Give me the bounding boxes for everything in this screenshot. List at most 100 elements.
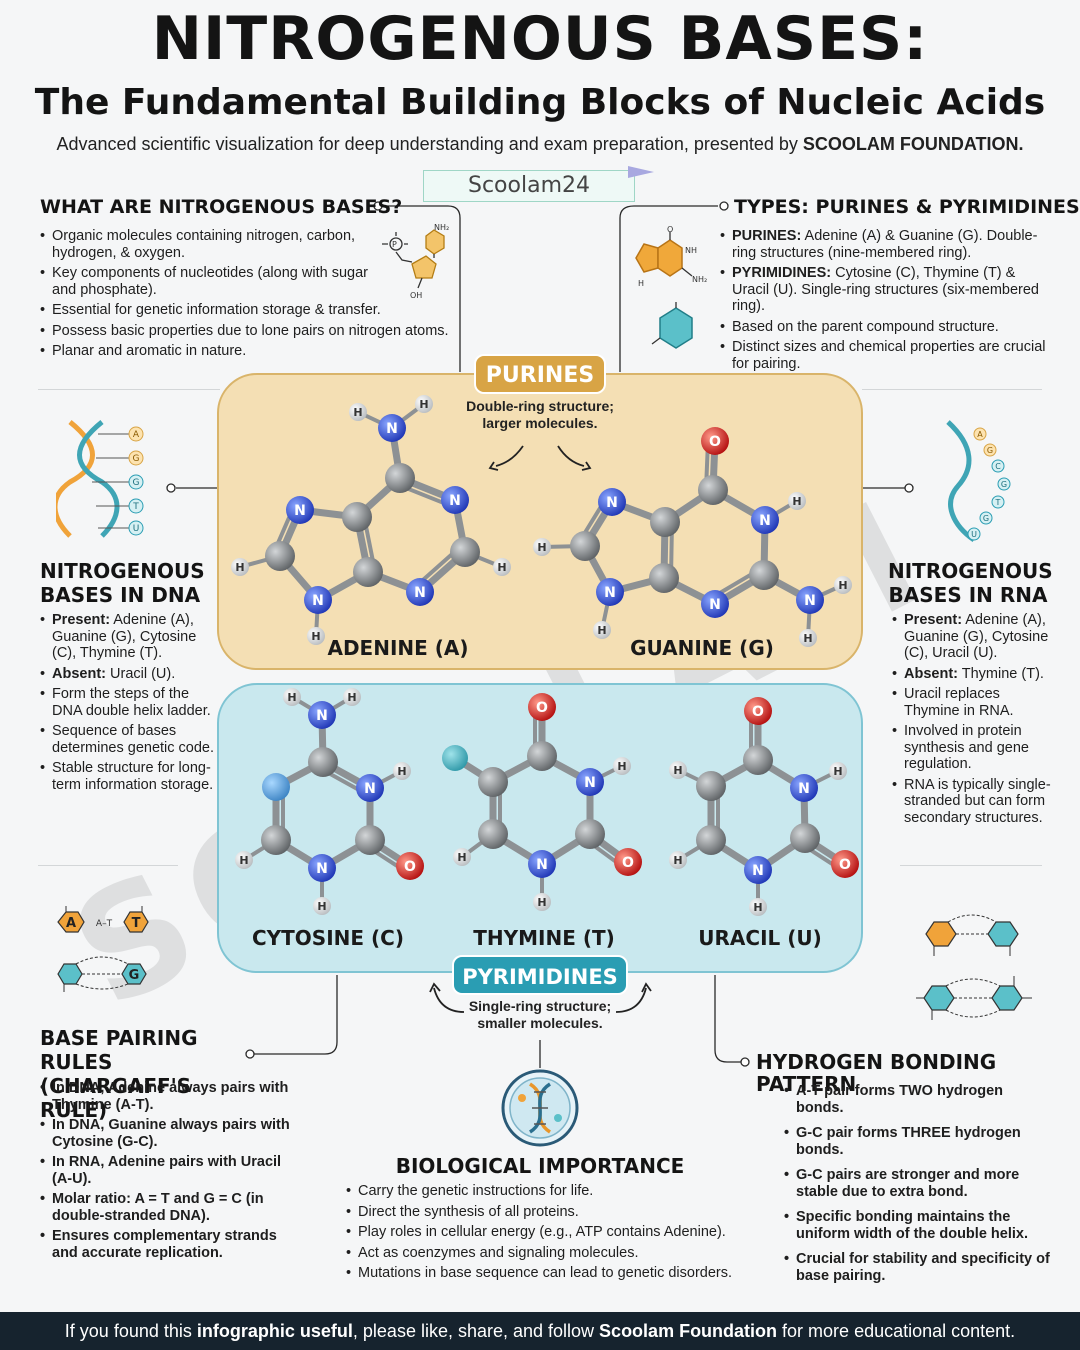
helix-label: A	[133, 430, 140, 440]
dna-list: Present: Adenine (A), Guanine (G), Cytos…	[40, 612, 220, 797]
cytosine-atom	[355, 825, 385, 855]
rna-absent-text: Thymine (T).	[961, 665, 1044, 682]
dna-absent-text: Uracil (U).	[110, 665, 176, 682]
pyrimidine-ring-icon	[651, 302, 693, 349]
adenine-atom	[353, 557, 383, 587]
guanine-label: GUANINE (G)	[630, 636, 774, 660]
footer: If you found this infographic useful, pl…	[0, 1312, 1080, 1350]
uracil-label: URACIL (U)	[698, 926, 822, 950]
adenine-double-bond	[274, 512, 293, 549]
adenine-atom	[493, 558, 511, 576]
helix-label: A	[977, 430, 983, 439]
purine-ring-icon: O NH NH₂ H	[635, 226, 707, 288]
divider	[38, 865, 178, 866]
uracil-atom-label: H	[753, 901, 762, 914]
dna-absent-label: Absent:	[52, 665, 106, 682]
guanine-atom-label: O	[709, 434, 721, 450]
adenine-atom-label: N	[449, 493, 461, 509]
nh2-label: NH₂	[434, 223, 449, 232]
dna-title: NITROGENOUS BASES IN DNA	[40, 559, 205, 607]
list-item: Distinct sizes and chemical properties a…	[720, 339, 1052, 372]
dna-present-text: Adenine (A), Guanine (G), Cytosine (C), …	[52, 612, 197, 661]
list-item: Organic molecules containing nitrogen, c…	[40, 228, 375, 261]
helix-label: G	[1001, 480, 1007, 489]
adenine-atom	[406, 578, 434, 606]
helix-label: G	[983, 514, 989, 523]
adenine-atom	[415, 395, 433, 413]
footer-link[interactable]: Scoolam Foundation	[599, 1321, 778, 1341]
uracil-atom	[744, 697, 772, 725]
list-item: Mutations in base sequence can lead to g…	[346, 1265, 766, 1282]
pyrimidines-text: Cytosine (C), Thymine (T) & Uracil (U). …	[732, 265, 1039, 314]
svg-text:P: P	[392, 240, 397, 249]
adenine-double-bond	[420, 550, 456, 583]
list-item: PURINES: Adenine (A) & Guanine (G). Doub…	[720, 228, 1052, 261]
purines-text: Adenine (A) & Guanine (G). Double-ring s…	[732, 228, 1038, 261]
thymine-atom	[614, 848, 642, 876]
list-item: G-C pair forms THREE hydrogen bonds.	[784, 1125, 1054, 1158]
thymine-atom	[527, 741, 557, 771]
adenine-atom	[349, 403, 367, 421]
rna-list: Present: Adenine (A), Guanine (G), Cytos…	[892, 612, 1052, 830]
dna-badge-icon	[501, 1069, 579, 1147]
uracil-atom-label: O	[839, 857, 851, 873]
thymine-atom-label: H	[537, 896, 546, 909]
purines-note: Double-ring structure; larger molecules.	[466, 398, 614, 431]
pair-a: A	[66, 916, 76, 931]
thymine-atom	[528, 850, 556, 878]
rna-strand-icon: A G C G T G U	[946, 420, 1011, 543]
rna-present-text: Adenine (A), Guanine (G), Cytosine (C), …	[904, 612, 1049, 661]
guanine-atom-label: H	[803, 632, 812, 645]
cytosine-atom-label: H	[397, 765, 406, 778]
list-item: Act as coenzymes and signaling molecules…	[346, 1245, 766, 1262]
cytosine-atom-label: H	[347, 691, 356, 704]
bio-importance-title: BIOLOGICAL IMPORTANCE	[395, 1154, 685, 1178]
adenine-atom	[450, 537, 480, 567]
adenine-atom-label: H	[353, 406, 362, 419]
thymine-atom	[575, 819, 605, 849]
guanine-atom-label: H	[597, 624, 606, 637]
footer-text: If you found this	[64, 1321, 197, 1341]
helix-label: T	[132, 502, 139, 512]
guanine-atom	[799, 629, 817, 647]
list-item: Carry the genetic instructions for life.	[346, 1183, 766, 1200]
footer-text: , please like, share, and follow	[352, 1321, 600, 1341]
what-are-list: Organic molecules containing nitrogen, c…	[40, 228, 449, 364]
adenine-atom-label: H	[311, 630, 320, 643]
thymine-label: THYMINE (T)	[473, 926, 615, 950]
list-item: A-T pair forms TWO hydrogen bonds.	[784, 1083, 1054, 1116]
cytosine-atom	[262, 773, 290, 801]
base-pair-icon: A T A–T G	[57, 906, 149, 992]
tagline-brand: SCOOLAM FOUNDATION.	[802, 134, 1024, 154]
helix-label: U	[971, 530, 977, 539]
base-pairing-list: In DNA, Adenine always pairs with Thymin…	[40, 1080, 290, 1265]
guanine-atom	[698, 475, 728, 505]
cytosine-atom	[393, 762, 411, 780]
guanine-atom	[796, 586, 824, 614]
adenine-atom	[304, 586, 332, 614]
cytosine-atom-label: H	[239, 854, 248, 867]
guanine-atom-label: H	[537, 541, 546, 554]
guanine-atom	[701, 427, 729, 455]
guanine-atom	[533, 538, 551, 556]
list-item: Present: Adenine (A), Guanine (G), Cytos…	[892, 612, 1052, 662]
hbond-list: A-T pair forms TWO hydrogen bonds. G-C p…	[784, 1083, 1054, 1288]
thymine-atom-label: H	[457, 851, 466, 864]
uracil-atom-label: N	[752, 863, 764, 879]
pair-g: G	[129, 968, 140, 983]
adenine-atom	[342, 502, 372, 532]
thymine-atom	[478, 767, 508, 797]
purines-label: PURINES	[474, 354, 606, 394]
guanine-atom	[788, 492, 806, 510]
guanine-atom-label: N	[709, 597, 721, 613]
guanine-atom	[701, 590, 729, 618]
cytosine-atom	[396, 852, 424, 880]
list-item: Sequence of bases determines genetic cod…	[40, 723, 220, 756]
dna-present-label: Present:	[52, 612, 111, 628]
guanine-atom	[834, 576, 852, 594]
pair-t: T	[132, 916, 141, 931]
list-item: In DNA, Adenine always pairs with Thymin…	[40, 1080, 290, 1113]
helix-label: G	[133, 454, 140, 464]
